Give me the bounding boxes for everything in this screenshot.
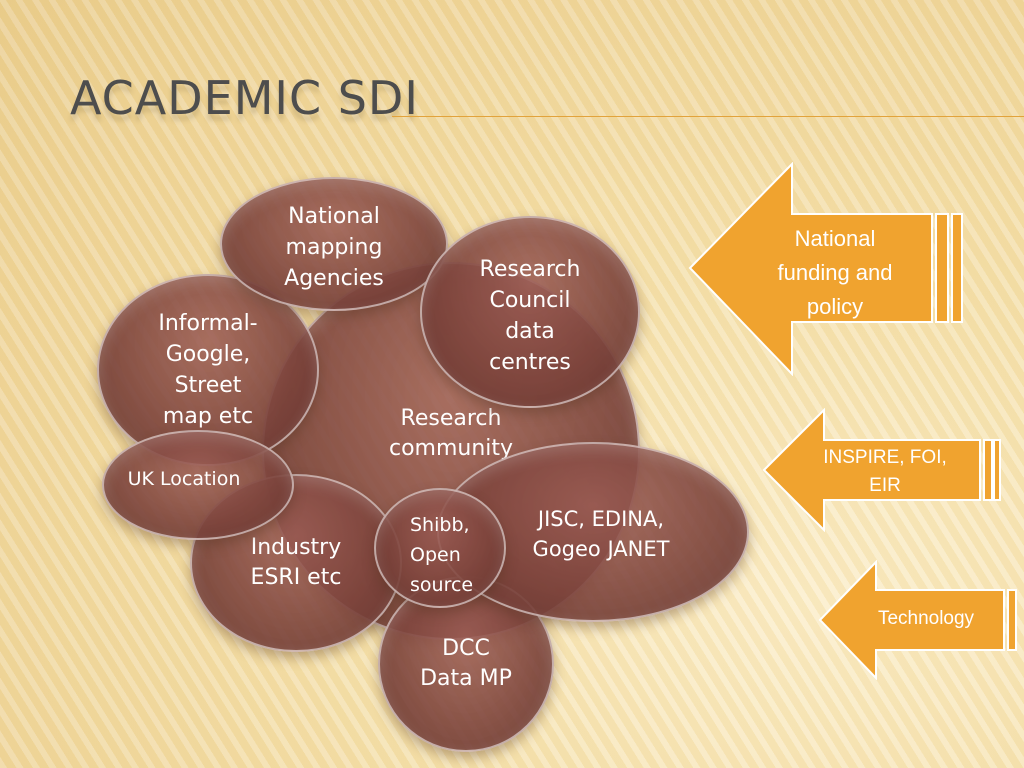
arrow-technology: Technology — [818, 560, 1024, 680]
page-title: ACADEMIC SDI — [70, 71, 419, 125]
circle-uk-location: UK Location — [102, 430, 294, 540]
circle-shibb: Shibb, Open source — [374, 488, 506, 608]
circle-national-mapping: National mapping Agencies — [220, 177, 448, 311]
circle-research-council-label: Research Council data centres — [479, 257, 581, 375]
circle-uk-location-label: UK Location — [127, 468, 241, 490]
circle-jisc-label: JISC, EDINA, Gogeo JANET — [532, 507, 670, 561]
arrow-national-funding-label: National funding and policy — [777, 226, 893, 319]
arrow-inspire: INSPIRE, FOI, EIR — [762, 408, 1002, 532]
arrow-national-funding-shape — [688, 162, 963, 376]
arrow-technology-shape — [818, 560, 1017, 680]
circle-shibb-label: Shibb, Open source — [410, 514, 474, 596]
circle-research-community-label: Research community — [388, 406, 514, 461]
circle-research-council: Research Council data centres — [420, 216, 640, 408]
arrow-inspire-label: INSPIRE, FOI, EIR — [823, 447, 947, 496]
circle-informal-label: Informal- Google, Street map etc — [158, 311, 258, 429]
arrow-national-funding: National funding and policy — [688, 162, 968, 376]
circle-industry-label: Industry ESRI etc — [250, 535, 342, 590]
circle-dcc-label: DCC Data MP — [420, 636, 512, 691]
title-area: ACADEMIC SDI — [70, 70, 419, 126]
title-underline — [392, 116, 1024, 117]
arrow-technology-label: Technology — [877, 608, 975, 629]
circle-national-mapping-label: National mapping Agencies — [284, 204, 384, 291]
arrow-inspire-shape — [762, 408, 1001, 532]
